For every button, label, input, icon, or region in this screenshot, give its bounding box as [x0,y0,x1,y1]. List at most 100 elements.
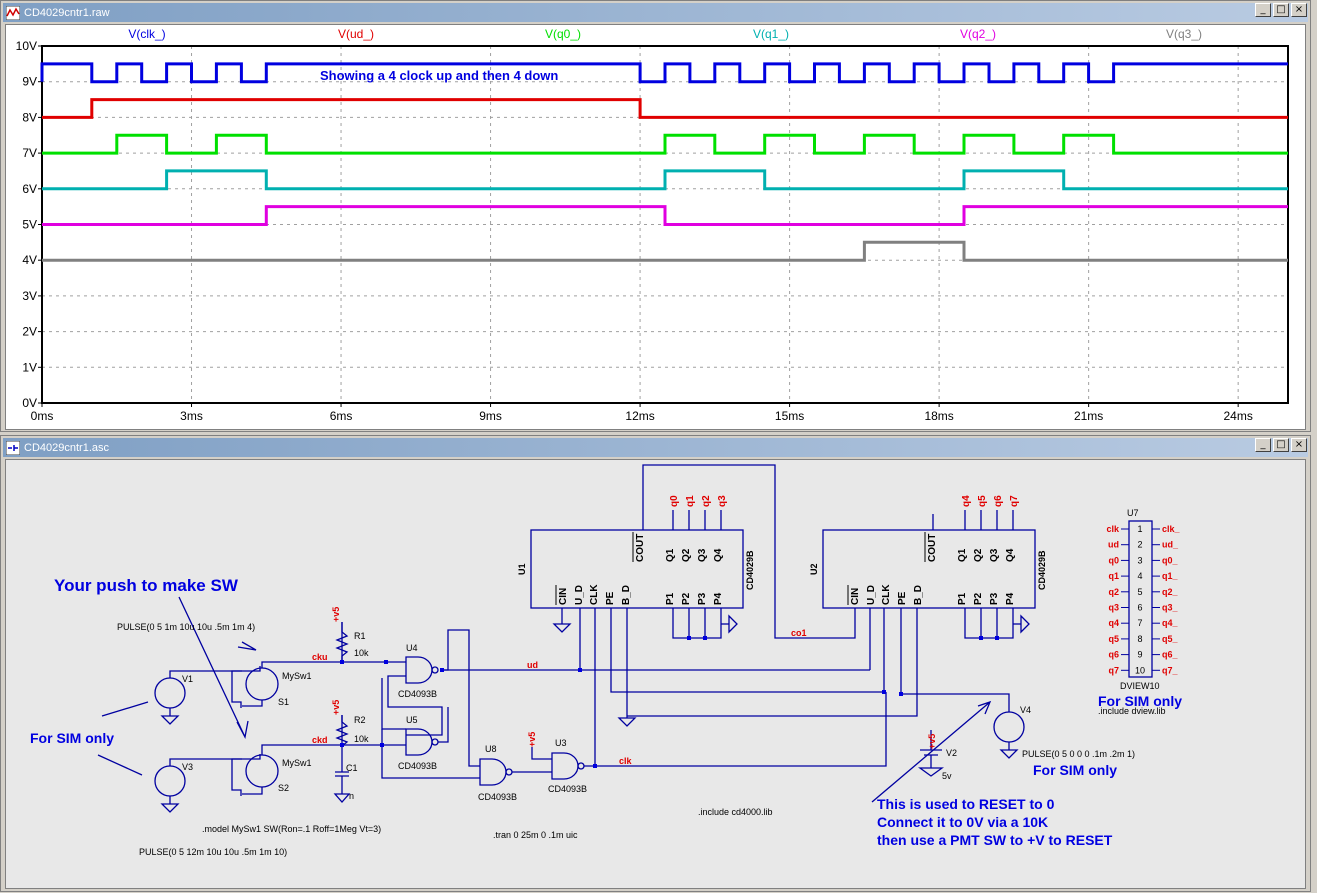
trace-label-5[interactable]: V(q3_) [1166,27,1202,41]
pulse-directive-v3[interactable]: PULSE(0 5 12m 10u 10u .5m 1m 10) [139,847,287,857]
pulse-directive-v1[interactable]: PULSE(0 5 1m 10u 10u .5m 1m 4) [117,622,255,632]
schematic-title-bar[interactable]: CD4029cntr1.asc [3,438,1308,457]
maximize-button[interactable]: □ [1273,438,1289,452]
trace-4[interactable] [42,205,1288,226]
y-tick-label: 10V [16,39,37,53]
u5-label[interactable]: U5 [406,715,418,725]
u1-cd4029-body[interactable] [530,529,744,609]
dview-body[interactable] [1128,520,1153,678]
model-directive[interactable]: .model MySw1 SW(Ron=.1 Roff=1Meg Vt=3) [202,824,381,834]
u7-label[interactable]: U7 [1127,508,1139,518]
u1-net-q3: q3 [717,495,728,507]
u2-pin-b_d: B_D [913,585,924,605]
r2-value[interactable]: 10k [354,734,369,744]
u2-cd4029-body[interactable] [822,529,1036,609]
u2-pin-q4: Q4 [1005,548,1016,562]
dview-in-q1: q1 [1108,571,1119,581]
y-tick-label: 1V [22,360,37,374]
y-tick-label: 2V [22,325,37,339]
u8-label[interactable]: U8 [485,744,497,754]
dview-out-q7_: q7_ [1162,665,1179,675]
v4-label[interactable]: V4 [1020,705,1031,715]
waveform-window: CD4029cntr1.raw _ □ × V(clk_) V(ud_) V(q0_… [0,0,1311,432]
tran-directive[interactable]: .tran 0 25m 0 .1m uic [493,830,578,840]
x-tick-label: 12ms [625,409,654,423]
v1-label[interactable]: V1 [182,674,193,684]
reset-note-3: then use a PMT SW to +V to RESET [877,832,1113,848]
trace-2[interactable] [42,133,1288,155]
x-tick-label: 9ms [479,409,502,423]
r1-label[interactable]: R1 [354,631,366,641]
net-clk: clk [619,756,633,766]
u4-label[interactable]: U4 [406,643,418,653]
u1-net-q0: q0 [669,495,680,507]
s2-label[interactable]: S2 [278,783,289,793]
v3-label[interactable]: V3 [182,762,193,772]
u2-pin-cout: COUT [927,534,938,562]
v2-value[interactable]: 5v [942,771,952,781]
y-tick-label: 8V [22,110,37,124]
dview-out-q6_: q6_ [1162,650,1179,660]
u2-net-q7: q7 [1009,495,1020,507]
trace-3[interactable] [42,169,1288,191]
dview-out-q5_: q5_ [1162,634,1179,644]
dview-pin-num: 8 [1137,634,1142,644]
s1-label[interactable]: S1 [278,697,289,707]
sim-only-note-2: For SIM only [1098,693,1182,709]
y-tick-label: 0V [22,396,37,410]
push-switch-note: Your push to make SW [54,576,239,595]
u2-pin-p1: P1 [957,592,968,605]
s1-model[interactable]: MySw1 [282,671,312,681]
trace-1[interactable] [42,98,1288,119]
close-button[interactable]: × [1291,3,1307,17]
trace-0[interactable] [40,62,1288,84]
c1-value[interactable]: n [349,791,354,801]
close-button[interactable]: × [1291,438,1307,452]
dview-pin-num: 7 [1137,618,1142,628]
reset-note-1: This is used to RESET to 0 [877,796,1055,812]
x-tick-label: 3ms [180,409,203,423]
s2-model[interactable]: MySw1 [282,758,312,768]
v2-label[interactable]: V2 [946,748,957,758]
r2-label[interactable]: R2 [354,715,366,725]
u1-type: CD4029B [745,550,755,590]
dview-out-q1_: q1_ [1162,571,1179,581]
u2-label[interactable]: U2 [809,563,819,575]
dview-in-q4: q4 [1108,618,1119,628]
u1-label[interactable]: U1 [517,563,527,575]
u2-pin-cin: CIN [850,588,861,605]
u1-pin-clk: CLK [589,584,600,605]
pulse-directive-v4[interactable]: PULSE(0 5 0 0 0 .1m .2m 1) [1022,749,1135,759]
maximize-button[interactable]: □ [1273,3,1289,17]
minimize-button[interactable]: _ [1255,3,1271,17]
trace-label-3[interactable]: V(q1_) [753,27,789,41]
r1-value[interactable]: 10k [354,648,369,658]
dview-out-q4_: q4_ [1162,618,1179,628]
waveform-pane[interactable]: V(clk_) V(ud_) V(q0_) V(q1_) V(q2_) V(q3_) 0V 1… [5,24,1306,430]
u3-label[interactable]: U3 [555,738,567,748]
c1-label[interactable]: C1 [346,763,358,773]
y-tick-label: 6V [22,182,37,196]
u1-pin-q1: Q1 [665,548,676,562]
include-dview[interactable]: .include dview.lib [1098,706,1166,716]
minimize-button[interactable]: _ [1255,438,1271,452]
dview-pin-num: 6 [1137,603,1142,613]
waveform-app-icon [6,5,20,20]
waveform-plot[interactable]: V(clk_) V(ud_) V(q0_) V(q1_) V(q2_) V(q3_) 0V 1… [6,25,1307,429]
trace-label-1[interactable]: V(ud_) [338,27,374,41]
x-tick-label: 18ms [924,409,953,423]
trace-label-4[interactable]: V(q2_) [960,27,996,41]
trace-label-0[interactable]: V(clk_) [128,27,165,41]
sim-only-note-3: For SIM only [1033,762,1117,778]
trace-label-2[interactable]: V(q0_) [545,27,581,41]
schematic-pane[interactable]: Your push to make SW For SIM only For SI… [5,459,1306,889]
include-cd4000[interactable]: .include cd4000.lib [698,807,773,817]
dview-in-q2: q2 [1108,587,1119,597]
schematic-canvas[interactable]: Your push to make SW For SIM only For SI… [6,460,1307,888]
waveform-title-bar[interactable]: CD4029cntr1.raw [3,3,1308,22]
dview-out-q0_: q0_ [1162,555,1179,565]
dview-type: DVIEW10 [1120,681,1160,691]
u1-pin-cout: COUT [635,534,646,562]
trace-5[interactable] [42,240,1288,262]
u2-pin-q2: Q2 [973,548,984,562]
